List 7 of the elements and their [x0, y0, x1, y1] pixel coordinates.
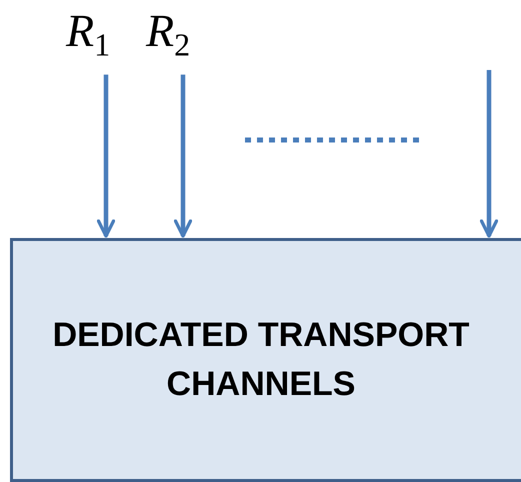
channel-box	[10, 238, 521, 482]
arrow	[174, 74, 192, 238]
arrow	[480, 70, 498, 238]
rate-label: R$_{2}$	[146, 8, 190, 61]
box-label: DEDICATED TRANSPORT CHANNELS	[52, 314, 470, 405]
rate-label: R$_{1}$	[66, 8, 110, 61]
arrow	[96, 74, 116, 238]
